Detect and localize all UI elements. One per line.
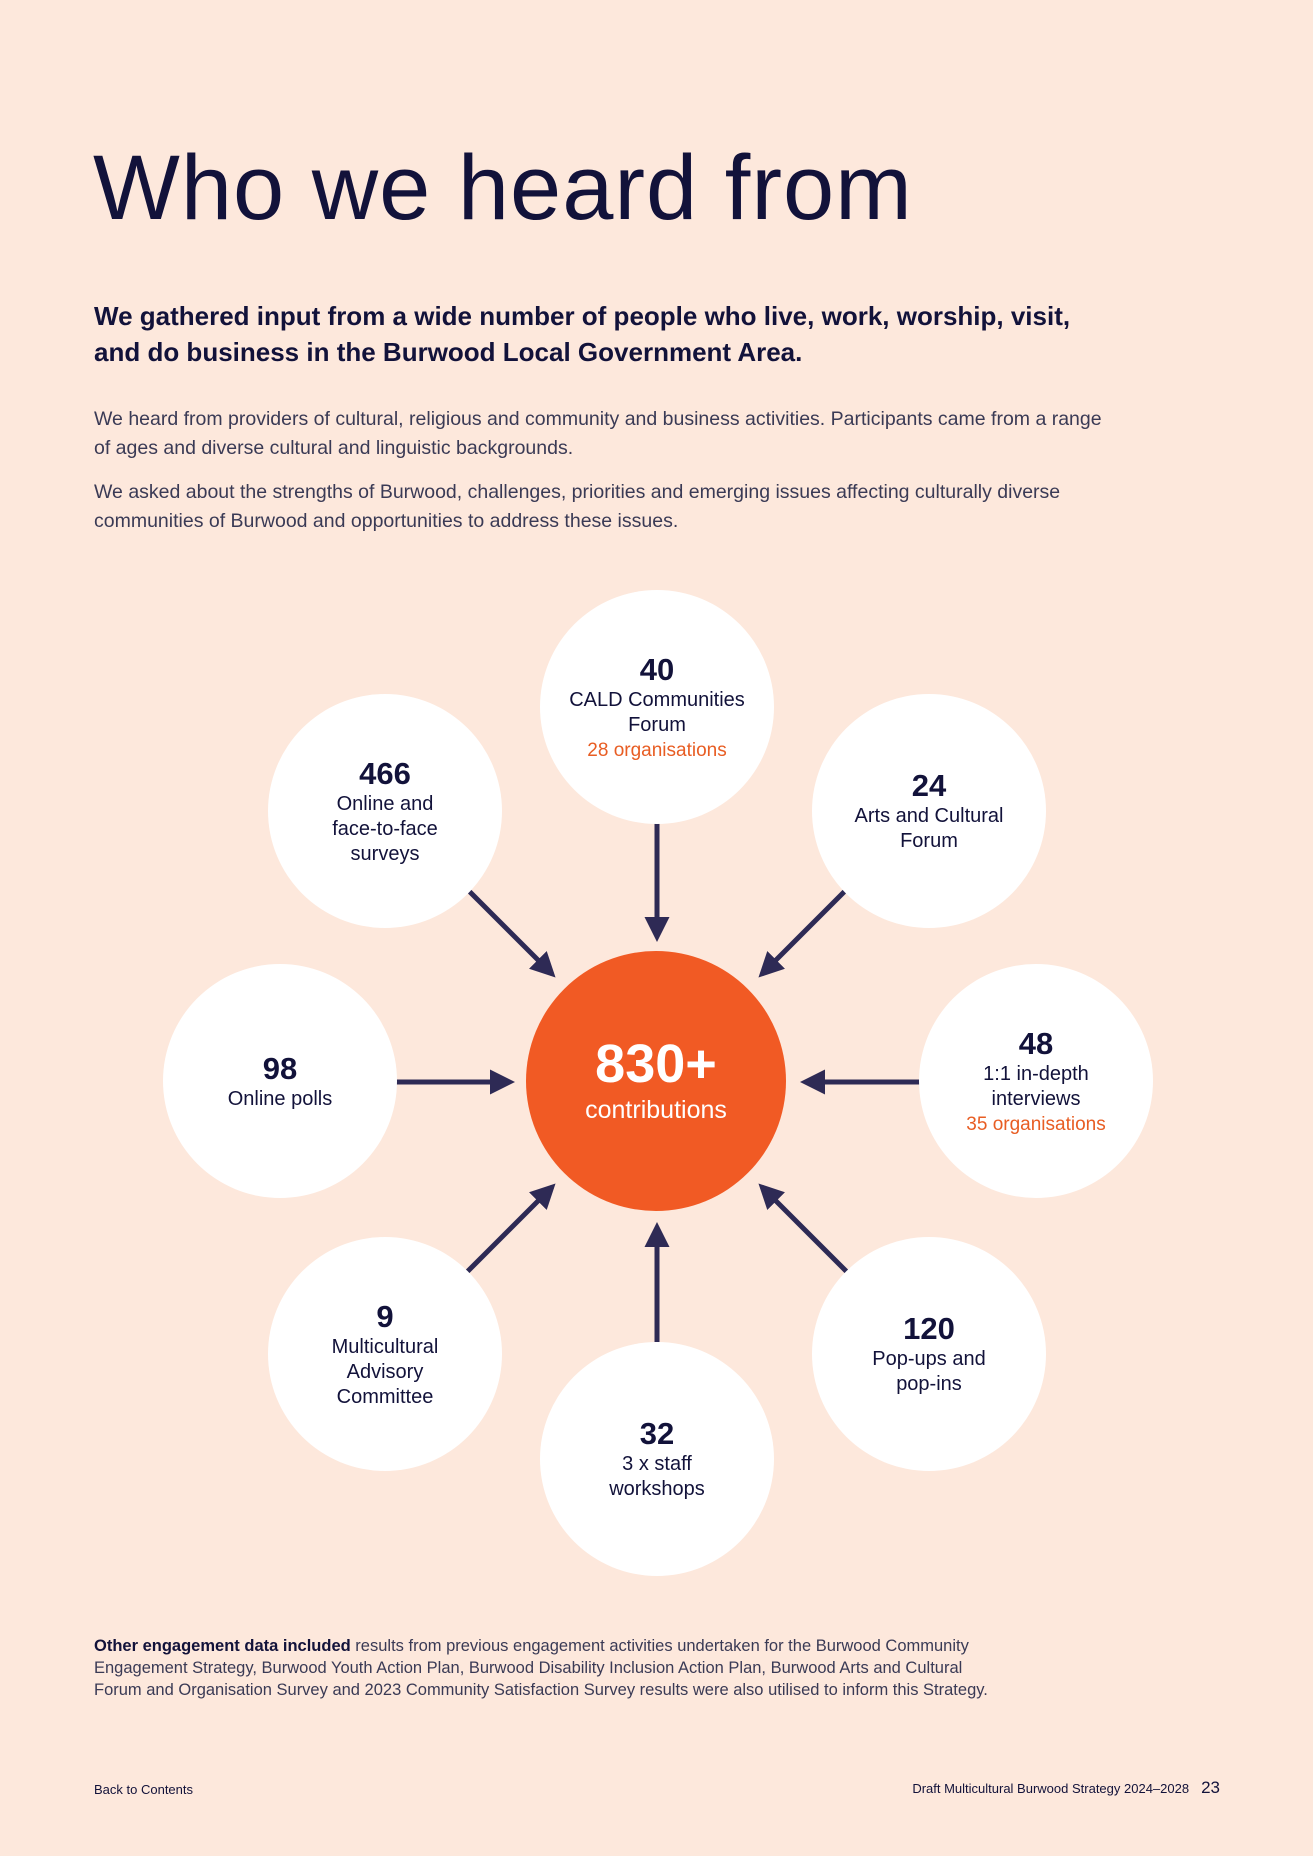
node-label: Online and face-to-face surveys — [332, 792, 438, 865]
arrows-layer — [395, 820, 920, 1342]
arrow-top-left — [465, 887, 556, 978]
node-label: Pop-ups and pop-ins — [872, 1348, 986, 1395]
node-staff-workshops: 32 3 x staff workshops — [540, 1342, 774, 1576]
node-label: CALD Communities Forum — [569, 688, 745, 736]
node-pop-ups: 120 Pop-ups and pop-ins — [812, 1237, 1046, 1471]
node-arts-forum: 24 Arts and Cultural Forum — [812, 694, 1046, 928]
other-engagement-note: Other engagement data included results f… — [94, 1635, 994, 1701]
arrow-bottom-left — [465, 1183, 556, 1274]
engagement-diagram: 830+ contributions 40 CALD Communities F… — [0, 580, 1313, 1580]
note-bold-lead: Other engagement data included — [94, 1637, 351, 1655]
node-advisory-committee: 9 Multicultural Advisory Committee — [268, 1237, 502, 1471]
node-surveys: 466 Online and face-to-face surveys — [268, 694, 502, 928]
node-value: 40 — [639, 651, 675, 687]
node-value: 24 — [911, 768, 947, 803]
page-footer: Draft Multicultural Burwood Strategy 202… — [912, 1778, 1220, 1798]
arrow-top-right — [758, 887, 849, 978]
node-value: 48 — [1018, 1025, 1054, 1061]
node-org-count: 35 organisations — [966, 1113, 1106, 1135]
lead-paragraph: We gathered input from a wide number of … — [94, 301, 1071, 367]
note-text: results from previous engagement activit… — [94, 1637, 988, 1699]
node-interviews: 48 1:1 in-depth interviews 35 organisati… — [919, 964, 1153, 1198]
total-contributions-circle: 830+ contributions — [526, 951, 786, 1211]
page-number: 23 — [1201, 1778, 1220, 1797]
total-value: 830+ — [595, 1034, 717, 1094]
document-title: Draft Multicultural Burwood Strategy 202… — [912, 1781, 1190, 1796]
node-value: 466 — [359, 755, 411, 791]
node-label: 3 x staff workshops — [609, 1453, 705, 1500]
intro-paragraph-1: We heard from providers of cultural, rel… — [94, 408, 1102, 459]
node-value: 98 — [262, 1050, 298, 1086]
node-value: 120 — [903, 1311, 955, 1346]
node-label: 1:1 in-depth interviews — [983, 1062, 1089, 1110]
page-title: Who we heard from — [93, 137, 913, 239]
arrow-bottom-right — [758, 1183, 849, 1274]
node-online-polls: 98 Online polls — [163, 964, 397, 1198]
node-label: Online polls — [227, 1087, 333, 1110]
total-label: contributions — [585, 1096, 727, 1124]
node-label: Arts and Cultural Forum — [854, 805, 1004, 852]
node-value: 9 — [376, 1298, 394, 1334]
back-to-contents-link[interactable]: Back to Contents — [94, 1782, 193, 1797]
intro-paragraph-2: We asked about the strengths of Burwood,… — [94, 481, 1061, 532]
node-value: 32 — [639, 1416, 675, 1451]
node-cald-forum: 40 CALD Communities Forum 28 organisatio… — [540, 590, 774, 824]
node-org-count: 28 organisations — [587, 739, 727, 761]
node-label: Multicultural Advisory Committee — [331, 1335, 439, 1408]
